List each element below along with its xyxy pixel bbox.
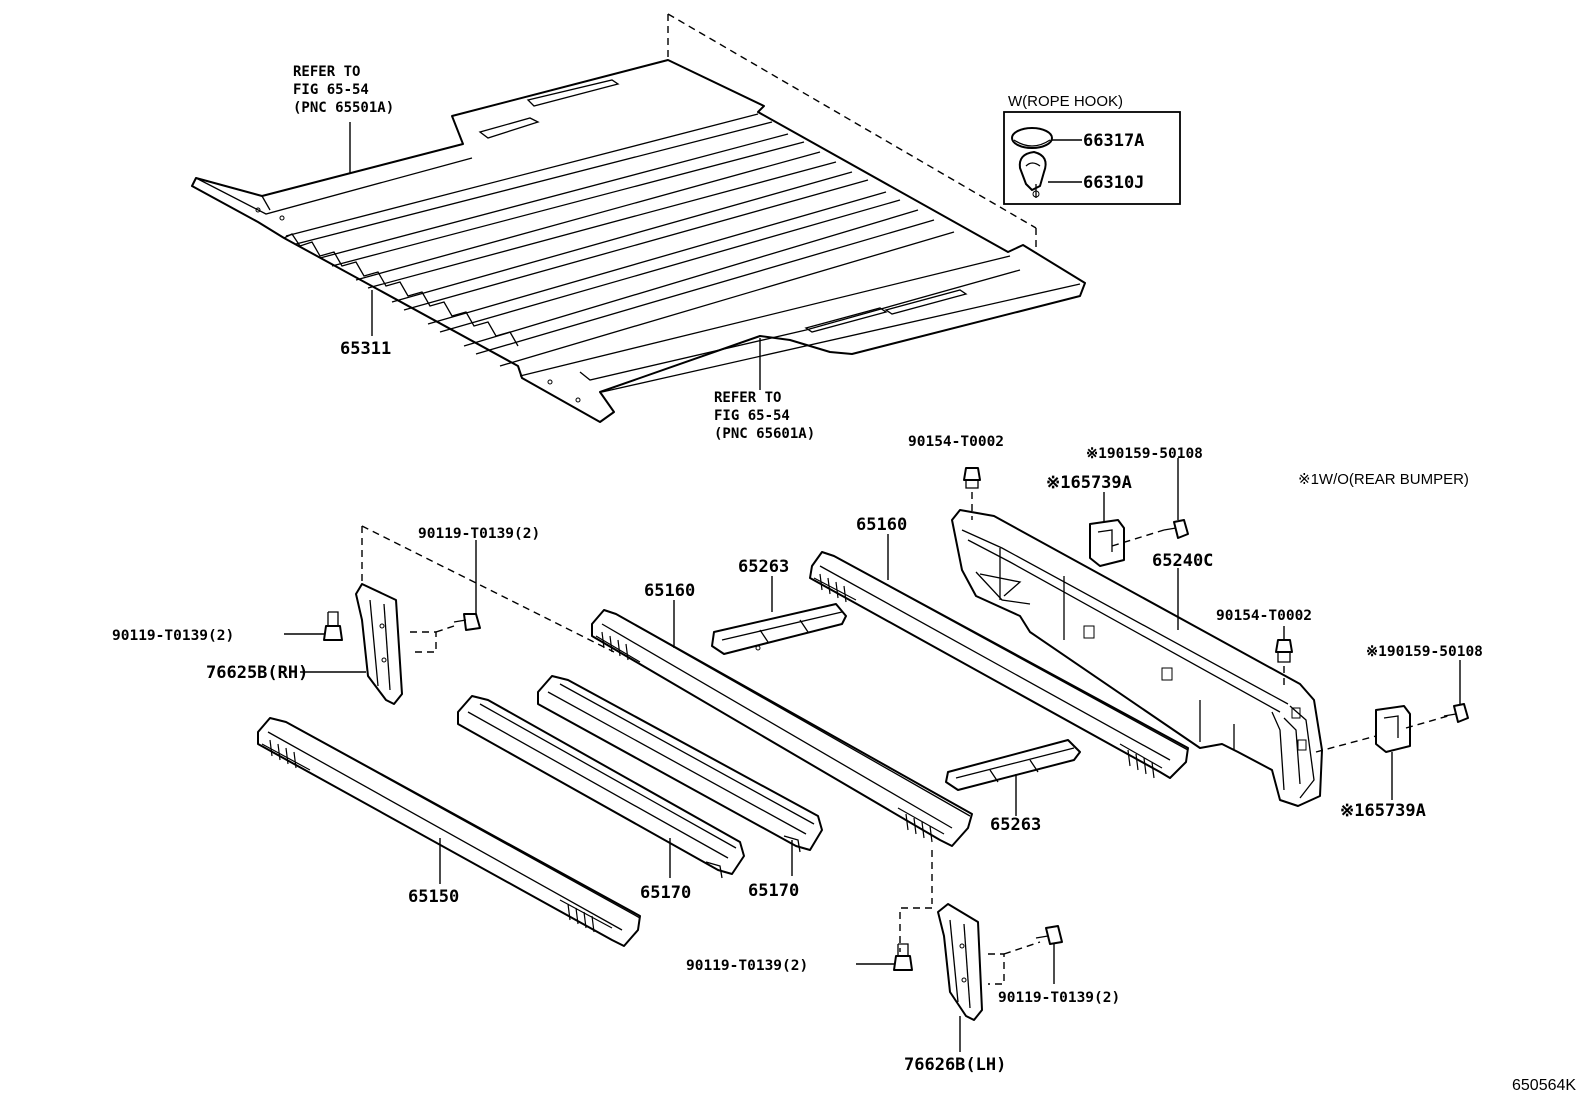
label-nut-top: 90154-T0002: [908, 434, 1004, 450]
label-bed-floor: 65311: [340, 339, 391, 359]
support-lh: [937, 903, 983, 1021]
label-pad-right: ※165739A: [1340, 801, 1426, 821]
nut-right-icon: [1275, 639, 1293, 663]
label-support-rh: 76625B(RH): [206, 663, 308, 683]
bed-floor-panel: [191, 13, 1086, 423]
refer-lower-line1: REFER TO: [714, 390, 781, 406]
diagram-code: 650564K: [1512, 1077, 1576, 1094]
label-bolt-lh-left: 90119-T0139(2): [686, 958, 808, 974]
refer-upper-line3: (PNC 65501A): [293, 100, 394, 116]
refer-lower-line3: (PNC 65601A): [714, 426, 815, 442]
label-screw-top: ※190159-50108: [1086, 446, 1203, 462]
bolt-rh-upper-icon: [453, 613, 481, 631]
pad-right-icon: [1375, 705, 1411, 753]
label-bracket-bottom: 65263: [990, 815, 1041, 835]
nut-top-icon: [963, 467, 981, 489]
bolt-rh-left-icon: [323, 611, 343, 641]
bracket-bottom: [945, 739, 1081, 791]
label-cross-member-right: 65170: [748, 881, 799, 901]
label-pad-top: ※165739A: [1046, 473, 1132, 493]
label-bracket-top: 65263: [738, 557, 789, 577]
cross-member-rear: [809, 551, 1189, 779]
note-without-rear-bumper: ※1W/O(REAR BUMPER): [1298, 471, 1469, 488]
rope-hook-icon: [1018, 151, 1047, 198]
label-rope-hook-cap: 66317A: [1083, 131, 1144, 151]
bolt-lh-right-icon: [1035, 925, 1063, 945]
label-cross-member-left: 65170: [640, 883, 691, 903]
cross-member-mid: [591, 609, 973, 847]
sill-front: [257, 717, 641, 947]
label-bolt-lh-right: 90119-T0139(2): [998, 990, 1120, 1006]
rear-sill-assembly: [951, 509, 1323, 807]
label-rope-hook: 66310J: [1083, 173, 1144, 193]
label-bolt-rh-left: 90119-T0139(2): [112, 628, 234, 644]
refer-lower-line2: FIG 65-54: [714, 408, 790, 424]
rope-hook-box: W(ROPE HOOK) 66317A 66310J: [1003, 93, 1181, 205]
pad-top-icon: [1089, 519, 1125, 567]
bolt-lh-left-icon: [893, 943, 913, 971]
label-screw-right: ※190159-50108: [1366, 644, 1483, 660]
label-cross-member-rear: 65160: [856, 515, 907, 535]
cross-member-left: [457, 695, 745, 879]
bracket-top: [711, 603, 847, 655]
screw-right-icon: [1443, 703, 1469, 723]
label-bolt-rh-upper: 90119-T0139(2): [418, 526, 540, 542]
refer-upper-line2: FIG 65-54: [293, 82, 369, 98]
label-support-lh: 76626B(LH): [904, 1055, 1006, 1075]
label-rear-sill: 65240C: [1152, 551, 1213, 571]
label-cross-member-mid: 65160: [644, 581, 695, 601]
screw-top-icon: [1163, 519, 1189, 539]
cross-member-right: [537, 675, 823, 853]
support-rh: [355, 583, 403, 705]
label-nut-right: 90154-T0002: [1216, 608, 1312, 624]
rope-hook-title: W(ROPE HOOK): [1008, 93, 1123, 110]
refer-upper-line1: REFER TO: [293, 64, 360, 80]
label-sill-front: 65150: [408, 887, 459, 907]
rope-hook-cap-icon: [1011, 127, 1053, 149]
